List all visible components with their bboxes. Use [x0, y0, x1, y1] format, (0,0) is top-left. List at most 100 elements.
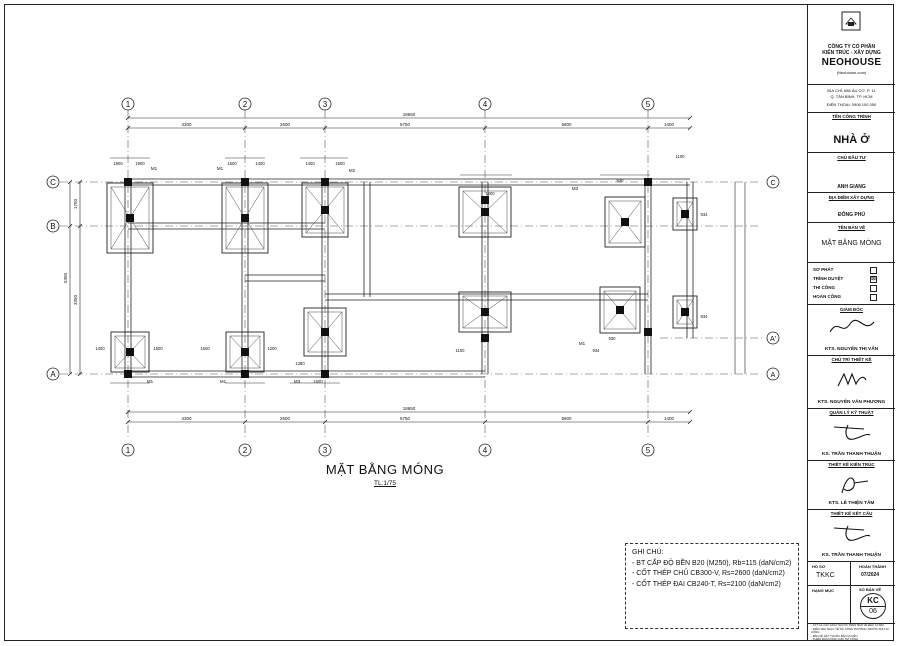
grid-label-top: 4	[483, 100, 488, 109]
pad-dimension-label: 1500	[200, 346, 210, 351]
notes-line-2: - CỐT THÉP CHỦ CB300-V, Rs=2600 (daN/cm2…	[632, 570, 785, 577]
dim-left-segment: 1750	[73, 198, 78, 209]
dim-left-tick	[67, 179, 73, 185]
grid-bubble-left	[46, 175, 60, 189]
pad-dimension-label: 1400	[305, 161, 315, 166]
column-marker	[124, 178, 132, 186]
pad-dimension-label: 1400	[95, 346, 105, 351]
grid-bubble-top	[641, 97, 655, 111]
status-checkbox[interactable]: ☒	[870, 275, 877, 283]
pad-dimension-label: 934	[701, 314, 709, 319]
role-label: QUẢN LÝ KỸ THUẬT	[829, 410, 874, 415]
dim-bottom-segment-tick	[322, 419, 328, 425]
status-checkbox[interactable]	[870, 266, 877, 274]
grid-label-left: A	[50, 370, 56, 379]
done-date: 07/2024	[861, 572, 880, 578]
label-location: ĐỊA ĐIỂM XÂY DỰNG	[828, 195, 875, 200]
status-checkbox[interactable]	[870, 284, 877, 292]
column-stub	[621, 218, 629, 226]
dim-left-segment: 3350	[73, 294, 78, 305]
drawing-title: MẶT BẰNG MÓNG	[325, 462, 445, 477]
footing-pad-slope	[244, 186, 265, 219]
footing-pad-inner	[307, 311, 343, 353]
pad-dimension-label: 1500	[153, 346, 163, 351]
label-owner: CHỦ ĐẦU TƯ	[837, 155, 866, 160]
footing-pad-inner	[305, 186, 345, 234]
pad-dimension-label: 930	[609, 336, 617, 341]
drawing-scale: TL:1/75	[373, 480, 397, 487]
column-marker	[481, 334, 489, 342]
grid-bubble-left	[46, 219, 60, 233]
role-name: KTS. NGUYỄN VĂN PHƯƠNG	[817, 400, 886, 405]
column-stub	[241, 348, 249, 356]
dim-bottom-segment-tick	[645, 419, 651, 425]
project-name: NHÀ Ở	[833, 134, 870, 146]
column-stub	[481, 308, 489, 316]
footing-pad	[303, 307, 347, 357]
grid-label-left: C	[50, 178, 56, 187]
signature-icon	[841, 477, 869, 494]
footing-pad-inner	[603, 290, 637, 330]
column-stub	[481, 208, 489, 216]
grid-label-bottom: 1	[126, 446, 131, 455]
footing-pad-inner	[676, 299, 694, 325]
dim-bottom-segment-tick	[242, 419, 248, 425]
footing-pad-slope	[244, 217, 265, 250]
dim-bottom-total-label: 18650	[403, 406, 416, 411]
grid-label-right: A	[771, 372, 776, 379]
footing-tag: M1	[151, 166, 158, 171]
grid-label-top: 3	[323, 100, 328, 109]
footing-tag: M1	[147, 379, 154, 384]
grid-label-right: A'	[770, 336, 776, 343]
footing-pad	[458, 186, 512, 238]
pad-dimension-label: 1380	[295, 361, 305, 366]
brand-name: NEOHOUSE	[821, 57, 882, 68]
column-marker	[124, 370, 132, 378]
notes-box: GHI CHÚ: - BT CẤP ĐỘ BỀN B20 (M250), Rb=…	[625, 543, 799, 629]
dim-top-total-tick	[687, 115, 693, 121]
role-name: KTS. NGUYỄN THỊ VÂN	[824, 347, 879, 352]
column-stub	[681, 308, 689, 316]
status-checkbox[interactable]	[870, 293, 877, 301]
grid-bubble-top	[478, 97, 492, 111]
footing-tag: M3	[572, 186, 579, 191]
dim-bottom-segment-tick	[687, 419, 693, 425]
dim-top-segment-label: 5800	[561, 122, 572, 127]
role-label: CHỦ TRÌ THIẾT KẾ	[831, 357, 872, 362]
dim-top-total-tick	[125, 115, 131, 121]
pad-dimension-label: 1500	[335, 161, 345, 166]
footing-pad	[458, 291, 512, 333]
sheet-number-badge: KC 06	[860, 593, 886, 619]
footing-pad-slope	[225, 217, 246, 250]
dim-bottom-segment-tick	[125, 419, 131, 425]
dim-left-tick	[77, 223, 83, 229]
dim-left-tick	[77, 371, 83, 377]
dim-top-segment-label: 1400	[664, 122, 675, 127]
done-cell: HOÀN THÀNH 07/2024	[859, 564, 886, 578]
dim-top-segment-tick	[125, 125, 131, 131]
column-marker	[241, 178, 249, 186]
column-marker	[321, 178, 329, 186]
grid-label-left: B	[50, 222, 55, 231]
dim-top-segment-label: 4300	[181, 122, 192, 127]
title-block: CÔNG TY CỔ PHẦN KIẾN TRÚC - XÂY DỰNG NEO…	[807, 4, 895, 641]
signature-icon	[833, 525, 871, 541]
column-stub	[126, 348, 134, 356]
column-marker	[644, 178, 652, 186]
footing-pad-inner	[225, 186, 265, 250]
drawing-name: MẶT BẰNG MÓNG	[821, 240, 882, 247]
status-row-approval: TRÌNH DUYỆT☒	[813, 275, 877, 283]
footing-tag: M1	[220, 379, 227, 384]
footing-tag: M1	[217, 166, 224, 171]
grid-label-bottom: 3	[323, 446, 328, 455]
role-name: KS. TRẦN THANH THUẬN	[822, 452, 881, 457]
pad-dimension-label: 934	[593, 348, 601, 353]
dim-left-total: 5350	[63, 272, 68, 283]
dim-top-segment-label: 2600	[280, 122, 291, 127]
signature-icon	[837, 372, 867, 387]
footing-pad-inner	[114, 335, 146, 369]
grid-bubble-top	[121, 97, 135, 111]
address-line1: ĐỊA CHỈ: 686 ÂU CƠ, P. 11	[827, 88, 876, 93]
role-label: GIÁM ĐỐC	[840, 307, 863, 312]
role-label: THIẾT KẾ KẾT CẤU	[830, 511, 873, 516]
